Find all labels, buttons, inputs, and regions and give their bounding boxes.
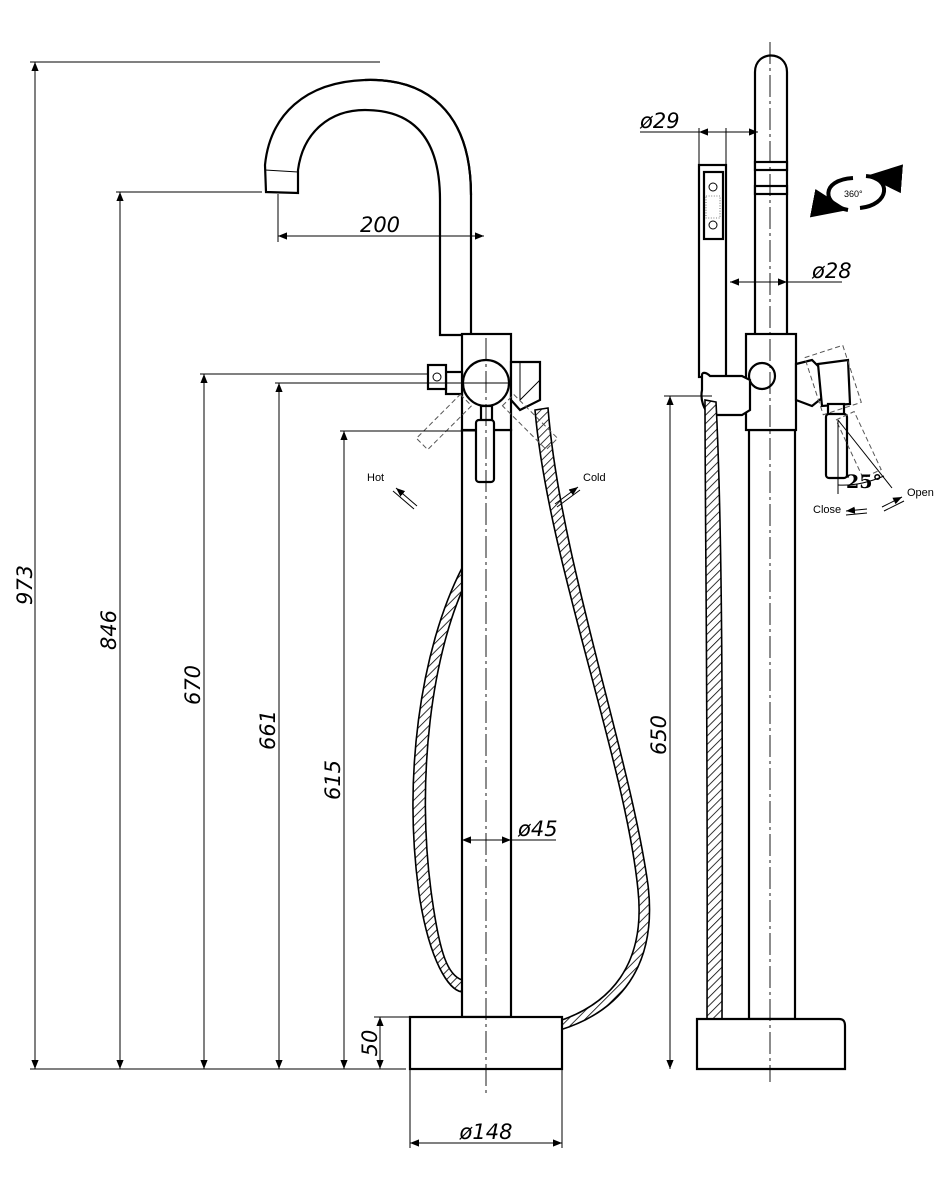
handle-angle-indicator: 25° — [837, 419, 893, 494]
svg-text:360°: 360° — [844, 189, 863, 199]
svg-text:ø29: ø29 — [639, 109, 680, 133]
side-lever-grip — [824, 412, 849, 480]
dim-base-height: 50 — [358, 1016, 410, 1069]
front-view: Hot Cold 973 846 670 661 — [13, 61, 651, 1148]
front-column — [460, 428, 513, 1019]
side-base — [695, 1017, 847, 1071]
dim-column-diameter: ø45 — [462, 817, 558, 844]
hot-label: Hot — [367, 472, 384, 484]
side-hose — [704, 399, 724, 1020]
hot-arrow — [395, 487, 418, 507]
svg-text:846: 846 — [97, 610, 121, 650]
open-label: Open — [907, 487, 934, 499]
front-spout-tip-band — [264, 169, 299, 173]
dim-valve-height: 661 — [256, 382, 462, 1069]
front-hose-loop — [412, 566, 469, 993]
svg-text:650: 650 — [647, 715, 671, 755]
dim-side-column-diameter: ø28 — [730, 259, 852, 286]
dim-holder-height: 650 — [647, 395, 712, 1069]
svg-text:25°: 25° — [846, 471, 882, 493]
svg-text:615: 615 — [321, 760, 345, 800]
front-lever — [474, 418, 496, 484]
svg-text:ø45: ø45 — [517, 817, 558, 841]
front-hose-outlet — [509, 360, 542, 412]
svg-text:200: 200 — [360, 213, 400, 237]
front-lever-hot-position — [415, 393, 473, 451]
front-lever-cold-position — [501, 393, 559, 451]
dim-hot-handle-height: 670 — [181, 373, 428, 1069]
side-column — [747, 428, 797, 1021]
front-spout — [263, 78, 473, 337]
open-arrow — [881, 496, 903, 508]
side-lever — [816, 358, 852, 408]
dim-spout-reach: 200 — [277, 194, 484, 242]
front-hose — [534, 407, 651, 1031]
svg-text:50: 50 — [358, 1030, 382, 1057]
svg-text:670: 670 — [181, 665, 205, 705]
dim-base-diameter: ø148 — [409, 1069, 563, 1148]
dim-total-height: 973 — [13, 61, 406, 1070]
dim-handle-tip-height: 615 — [321, 430, 476, 1069]
cold-arrow — [554, 486, 579, 505]
cold-label: Cold — [583, 472, 606, 484]
rotation-icon: 360° — [809, 164, 904, 218]
close-arrow — [845, 506, 868, 514]
svg-text:ø148: ø148 — [459, 1120, 513, 1144]
handshower-nozzles — [705, 182, 721, 230]
svg-text:661: 661 — [256, 710, 280, 750]
dim-handshower-diameter: ø29 — [639, 109, 758, 165]
side-view: 360° ø29 ø28 650 25° — [639, 42, 934, 1082]
svg-text:973: 973 — [13, 565, 37, 605]
svg-text:ø28: ø28 — [811, 259, 852, 283]
side-diverter-knob — [747, 361, 777, 391]
close-label: Close — [813, 504, 841, 516]
dim-spout-height: 846 — [97, 191, 262, 1069]
